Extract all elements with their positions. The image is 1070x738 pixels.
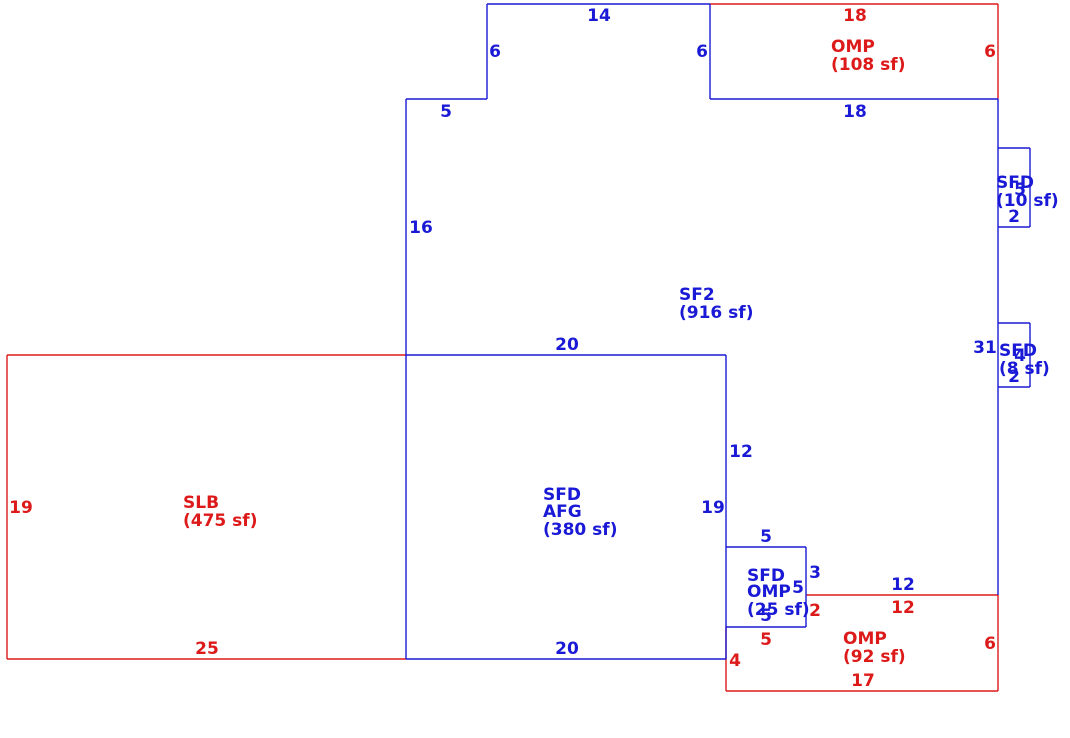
small-size: (25 sf) (747, 600, 810, 620)
dim-label: 2 (1008, 367, 1020, 387)
dim-label: 4 (729, 651, 741, 671)
dim-label: 5 (792, 578, 804, 598)
omp-top-code: OMP (831, 37, 875, 57)
area-labels-red: SLB (475 sf) OMP (108 sf) OMP (92 sf) (183, 37, 906, 667)
dim-label: 14 (587, 6, 611, 26)
sfd-afg-code2: AFG (543, 502, 582, 522)
dim-label: 18 (843, 102, 867, 122)
sf2-size: (916 sf) (679, 303, 753, 323)
dim-label: 12 (729, 442, 753, 462)
sfd-afg-size: (380 sf) (543, 520, 617, 540)
sfd8-size: (8 sf) (999, 359, 1050, 379)
dim-label: 5 (1014, 180, 1026, 200)
dim-label: 2 (809, 601, 821, 621)
dim-label: 20 (555, 639, 579, 659)
blue-outlines (405, 3, 1031, 660)
dim-label: 25 (195, 639, 219, 659)
dim-label: 3 (809, 563, 821, 583)
dim-label: 2 (1008, 207, 1020, 227)
dim-label: 20 (555, 335, 579, 355)
dimension-labels-red: 18 6 19 25 2 12 5 6 4 17 (9, 6, 996, 691)
slb-code: SLB (183, 493, 219, 513)
dim-label: 19 (701, 498, 725, 518)
omp-bottom-code: OMP (843, 629, 887, 649)
sfd10-size: (10 sf) (996, 191, 1059, 211)
dim-label: 31 (973, 338, 997, 358)
dim-label: 5 (760, 630, 772, 650)
dim-label: 5 (440, 102, 452, 122)
omp-bottom-size: (92 sf) (843, 647, 906, 667)
slb-size: (475 sf) (183, 511, 257, 531)
dim-label: 12 (891, 598, 915, 618)
dim-label: 6 (696, 42, 708, 62)
sfd10-code: SFD (996, 173, 1034, 193)
dim-label: 4 (1014, 346, 1026, 366)
omp-top-size: (108 sf) (831, 55, 905, 75)
small-code2: OMP (747, 582, 791, 602)
sfd8-code: SFD (999, 341, 1037, 361)
sfd-afg-code: SFD (543, 485, 581, 505)
dimension-labels-blue: 14 6 6 5 16 18 31 12 20 12 19 20 2 5 4 2… (409, 6, 1026, 659)
dim-label: 6 (984, 42, 996, 62)
small-code: SFD (747, 566, 785, 586)
dim-label: 5 (760, 606, 772, 626)
dim-label: 16 (409, 218, 433, 238)
area-labels-blue: SF2 (916 sf) SFD AFG (380 sf) SFD (10 sf… (543, 173, 1059, 620)
dim-label: 6 (489, 42, 501, 62)
dim-label: 5 (760, 527, 772, 547)
red-outlines (6, 3, 999, 692)
sf2-code: SF2 (679, 285, 715, 305)
dim-label: 6 (984, 634, 996, 654)
dim-label: 17 (851, 671, 875, 691)
dim-label: 12 (891, 575, 915, 595)
dim-label: 18 (843, 6, 867, 26)
dim-label: 19 (9, 498, 33, 518)
